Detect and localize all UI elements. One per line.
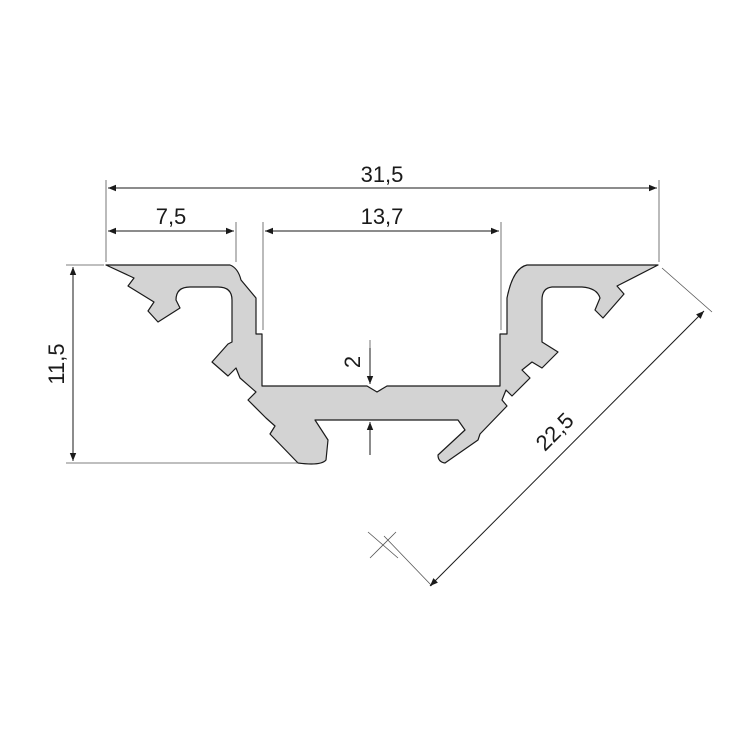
dim-line-diagonal [429,310,705,587]
dim-channel-width: 13,7 [361,204,404,229]
dim-base-thickness: 2 [340,356,365,368]
dim-height: 11,5 [44,343,69,384]
dim-overall-width: 31,5 [361,162,404,187]
profile-cross-section [105,264,659,465]
dim-flange-width: 7,5 [156,204,187,229]
dim-diagonal: 22,5 [531,408,579,456]
ext-line-diagonal-bottom [383,535,433,587]
ext-line-diagonal-top [661,267,713,313]
cross-marker-b [369,531,397,559]
